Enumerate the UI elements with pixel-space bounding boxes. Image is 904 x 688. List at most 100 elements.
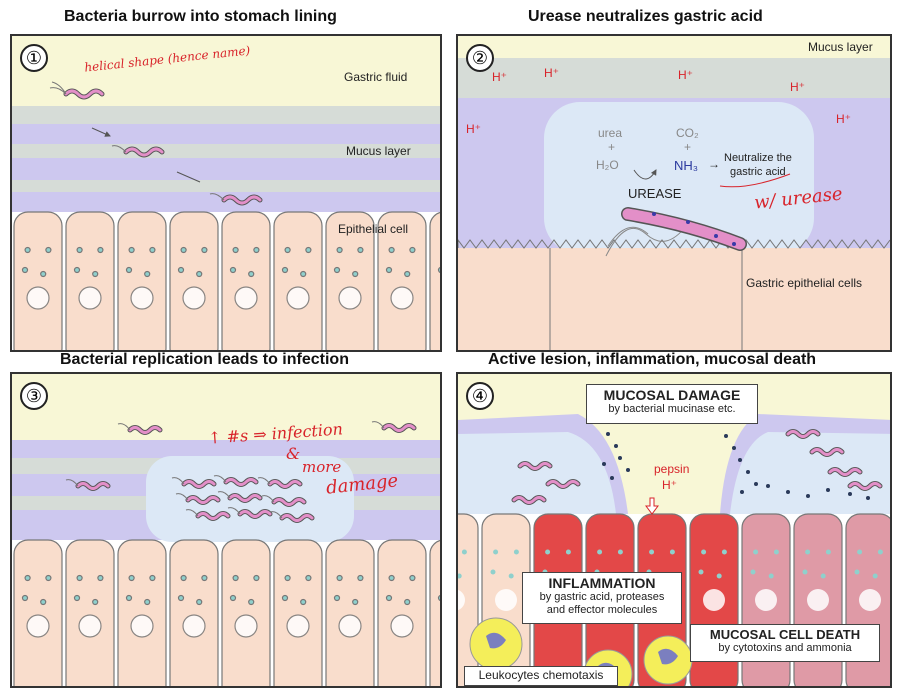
gastric-fluid-label: Gastric fluid	[344, 70, 408, 84]
granule	[802, 569, 808, 575]
granule	[73, 594, 81, 602]
mucinase-particle	[738, 458, 742, 462]
granule	[872, 573, 878, 579]
granule	[773, 549, 779, 555]
granule	[248, 598, 255, 606]
bacterium-body	[224, 478, 258, 486]
granule	[284, 246, 291, 254]
granule	[461, 549, 467, 555]
bacterium	[111, 145, 165, 158]
epithelial-cell	[429, 211, 440, 350]
granule	[805, 549, 811, 555]
flagellum	[213, 475, 227, 483]
bacterium-body	[280, 514, 314, 522]
granule	[854, 569, 860, 575]
panel-1-title: Bacteria burrow into stomach lining	[64, 8, 337, 25]
granule	[253, 574, 260, 582]
granule	[357, 574, 364, 582]
mucus-layer-label: Mucus layer	[346, 144, 411, 158]
cell-nucleus	[286, 286, 310, 310]
mucinase-particle	[806, 494, 810, 498]
granule	[721, 549, 727, 555]
leukocyte	[643, 635, 693, 685]
mucinase-particle	[740, 490, 744, 494]
granule	[701, 549, 707, 555]
granule	[458, 573, 462, 579]
granule	[180, 246, 187, 254]
granule	[149, 574, 156, 582]
bacterium-body	[196, 512, 230, 520]
cell-nucleus	[495, 589, 517, 611]
granule	[149, 246, 156, 254]
bacterium-body	[848, 482, 882, 490]
granule	[97, 574, 104, 582]
granule	[409, 574, 416, 582]
cell-nucleus	[458, 589, 465, 611]
epithelial-cell-label: Epithelial cell	[338, 222, 409, 236]
bacterium-body	[828, 468, 862, 476]
epithelial-cell	[273, 211, 323, 350]
panel-2: ② Mucus layer H⁺ H⁺ H⁺ H⁺ H⁺ H⁺ urea + H…	[456, 34, 892, 352]
granule	[281, 266, 289, 274]
epithelial-cell	[169, 211, 219, 350]
epithelial-cell	[377, 211, 427, 350]
inflammation-subtitle: and effector molecules	[546, 604, 658, 616]
cell-nucleus	[130, 614, 154, 638]
granule	[357, 246, 364, 254]
granule	[617, 549, 623, 555]
mucosal-damage-title: MUCOSAL DAMAGE	[603, 387, 741, 403]
bacterium-body	[76, 482, 110, 490]
gastric-epithelial-label: Gastric epithelial cells	[746, 276, 863, 290]
pepsin-label: pepsin	[654, 462, 690, 476]
granule	[877, 549, 883, 555]
cell-nucleus	[703, 589, 725, 611]
bacterium	[49, 81, 105, 100]
epithelial-cell	[273, 539, 323, 686]
granule	[40, 270, 47, 278]
granule	[385, 266, 393, 274]
granule	[649, 549, 655, 555]
granule	[196, 270, 203, 278]
mucinase-particle	[866, 496, 870, 500]
cell-nucleus	[26, 286, 50, 310]
flagellum	[269, 511, 283, 519]
handwritten-note: more	[302, 458, 342, 476]
bacterium-body	[518, 462, 552, 470]
mucinase-particle	[766, 484, 770, 488]
leukocyte	[469, 617, 523, 671]
cell-nucleus	[859, 589, 881, 611]
granule	[768, 573, 774, 579]
granule	[333, 594, 341, 602]
granule	[177, 266, 185, 274]
granule	[45, 574, 52, 582]
mucinase-particle	[732, 446, 736, 450]
cell-nucleus	[182, 614, 206, 638]
granule	[24, 574, 31, 582]
cell-nucleus	[390, 286, 414, 310]
granule	[21, 594, 29, 602]
mucinase-particle	[754, 482, 758, 486]
granule	[196, 598, 203, 606]
bacterium-body	[512, 496, 546, 504]
granule	[300, 598, 307, 606]
bacterium-body	[128, 426, 162, 434]
granule	[92, 270, 99, 278]
bacterium-body	[238, 510, 272, 518]
granule	[305, 574, 312, 582]
granule	[493, 549, 499, 555]
h-plus-ion: H⁺	[492, 70, 507, 84]
granule	[253, 246, 260, 254]
cell-nucleus	[338, 286, 362, 310]
granule	[513, 549, 519, 555]
cell-nucleus	[26, 614, 50, 638]
mucinase-particle	[826, 488, 830, 492]
mucinase-particle	[848, 492, 852, 496]
granule	[73, 266, 81, 274]
cell-death-subtitle: by cytotoxins and ammonia	[718, 642, 852, 654]
granule	[21, 266, 29, 274]
cell-nucleus	[78, 286, 102, 310]
granule	[232, 574, 239, 582]
granule	[201, 246, 208, 254]
granule	[490, 569, 496, 575]
epithelial-cell	[65, 539, 115, 686]
